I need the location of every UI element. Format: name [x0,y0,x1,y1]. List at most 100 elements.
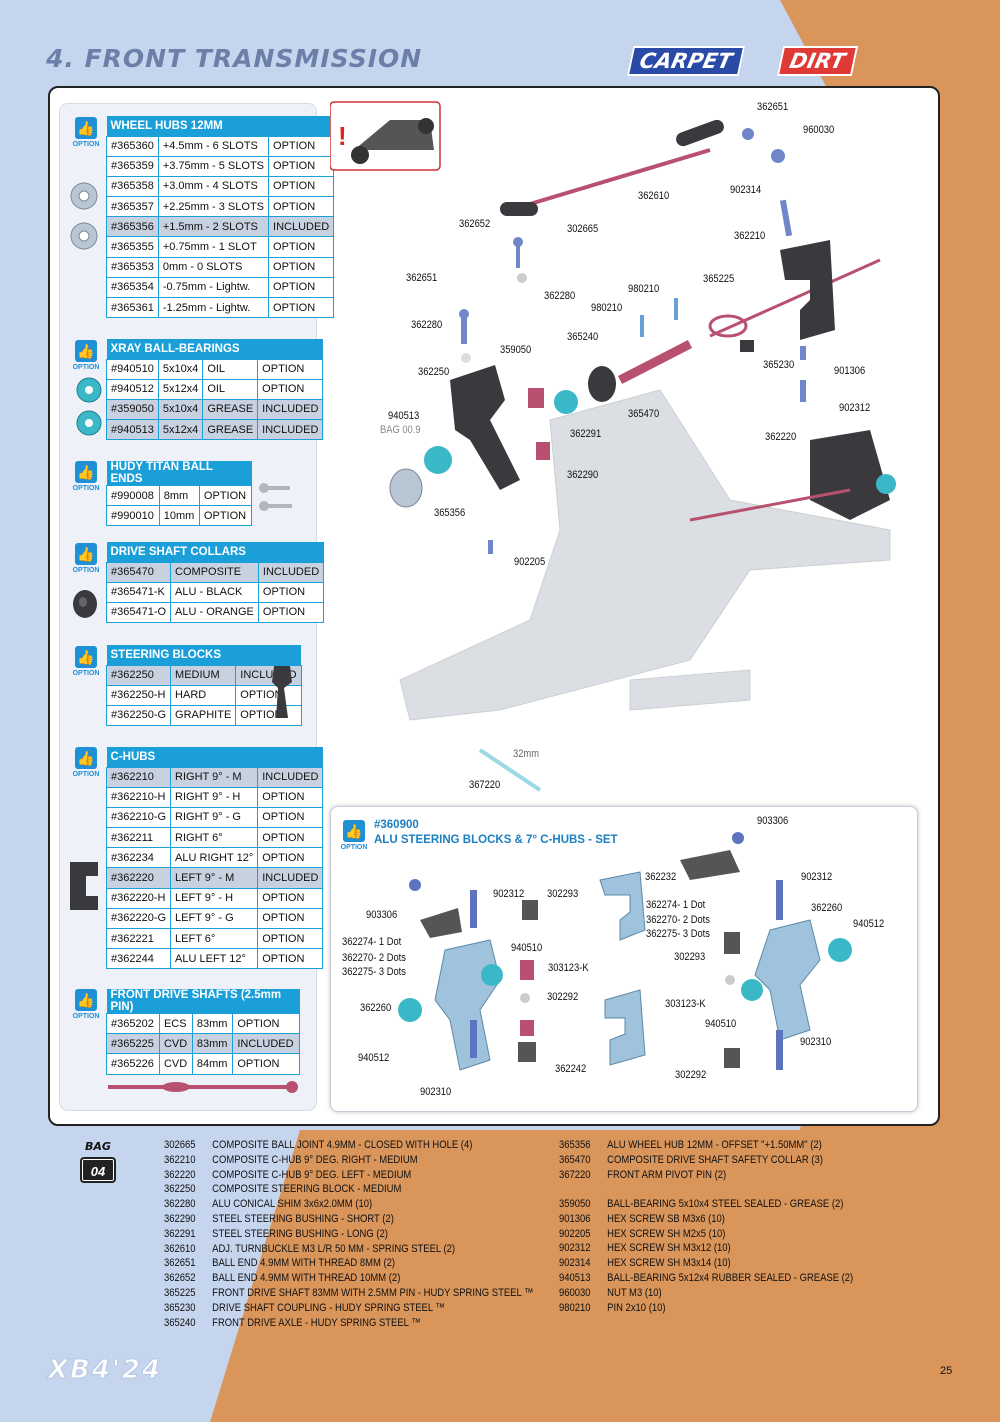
part-description: BALL-BEARING 5x12x4 RUBBER SEALED - GREA… [607,1271,854,1284]
set-callout: 302292 [547,991,579,1003]
drive-shaft-image [108,1081,298,1093]
table-title: WHEEL HUBS 12MM [106,116,334,136]
part-code: 362280 [164,1198,196,1211]
table-title: C-HUBS [106,747,323,767]
part-callout: 365225 [703,273,735,285]
set-callout: 303123-K [665,998,706,1010]
part-callout: 365240 [567,331,599,343]
part-description: NUT M3 (10) [607,1286,662,1299]
part-code: 902205 [559,1227,591,1240]
set-name: ALU STEERING BLOCKS & 7° C-HUBS - SET [374,834,618,846]
option-badge: 👍OPTION [72,989,100,1020]
part-callout: 362290 [567,469,599,481]
table-row: #365354-0.75mm - Lightw.OPTION [106,276,335,299]
part-callout: 362652 [459,218,491,230]
steering-block-image [272,666,292,718]
part-callout: 367220 [469,779,501,791]
set-callout: 362242 [555,1063,587,1075]
option-badge: 👍OPTION [72,646,100,677]
bearing-images [76,377,102,436]
part-callout: 362220 [765,431,797,443]
part-description: ADJ. TURNBUCKLE M3 L/R 50 MM - SPRING ST… [212,1242,456,1255]
set-callout: 902310 [800,1036,832,1048]
thumbs-up-icon: 👍 [75,461,97,483]
part-callout: 359050 [500,344,532,356]
parts-list-row: 365225 FRONT DRIVE SHAFT 83MM WITH 2.5MM … [164,1286,533,1301]
part-callout: 902312 [839,402,871,414]
bag-note: BAG 00.9 [380,424,421,436]
svg-text:!: ! [338,121,347,151]
table-title: HUDY TITAN BALL ENDS [106,461,252,486]
part-code: 365225 [164,1286,196,1299]
part-callout: 362651 [406,272,438,284]
part-description: STEEL STEERING BUSHING - SHORT (2) [212,1212,394,1225]
c-hub-image [70,862,98,910]
set-callout: 303123-K [548,962,589,974]
thumbs-up-icon: 👍 [75,747,97,769]
part-callout: 365356 [434,507,466,519]
option-badge: 👍OPTION [72,340,100,371]
table-title: STEERING BLOCKS [106,645,302,665]
part-callout: 362280 [544,290,576,302]
set-callout: 362275- 3 Dots [646,928,710,940]
set-callout: 362274- 1 Dot [342,936,402,948]
option-badge: 👍OPTION [72,747,100,778]
model-logo: XB4'24 [47,1355,163,1386]
set-title: #360900 ALU STEERING BLOCKS & 7° C-HUBS … [374,818,618,848]
table-row: #365361-1.25mm - Lightw.OPTION [106,296,335,319]
part-description: FRONT DRIVE SHAFT 83MM WITH 2.5MM PIN - … [212,1286,534,1299]
set-callout: 362232 [645,871,677,883]
bag-badge: BAG 04 [80,1140,116,1183]
part-callout: 365230 [763,359,795,371]
set-callout: 362270- 2 Dots [646,914,710,926]
option-badge: 👍OPTION [72,461,100,492]
part-description: BALL END 4.9MM WITH THREAD 8MM (2) [212,1257,396,1270]
set-callout: 903306 [757,815,789,827]
part-code: 362652 [164,1272,196,1285]
table-title: XRAY BALL-BEARINGS [106,339,323,359]
part-code: 365230 [164,1301,196,1314]
part-callout: 365470 [628,408,660,420]
parts-list-row: 362610 ADJ. TURNBUCKLE M3 L/R 50 MM - SPR… [164,1242,533,1257]
front-transmission-diagram: ! [330,101,896,792]
collar-image [73,590,97,618]
bag-number: 04 [80,1157,116,1183]
part-callout: 980210 [591,302,623,314]
part-code: 362610 [164,1242,196,1255]
set-callout: 902310 [420,1086,452,1098]
thumbs-up-icon: 👍 [343,820,365,842]
set-callout: 940510 [511,942,543,954]
part-code: 302665 [164,1139,196,1151]
set-callout: 362270- 2 Dots [342,952,406,964]
set-callout: 902312 [801,871,833,883]
part-callout: 901306 [834,365,866,377]
part-description: ALU WHEEL HUB 12MM - OFFSET "+1.50MM" (2… [607,1139,822,1151]
part-description: FRONT ARM PIVOT PIN (2) [607,1168,727,1181]
